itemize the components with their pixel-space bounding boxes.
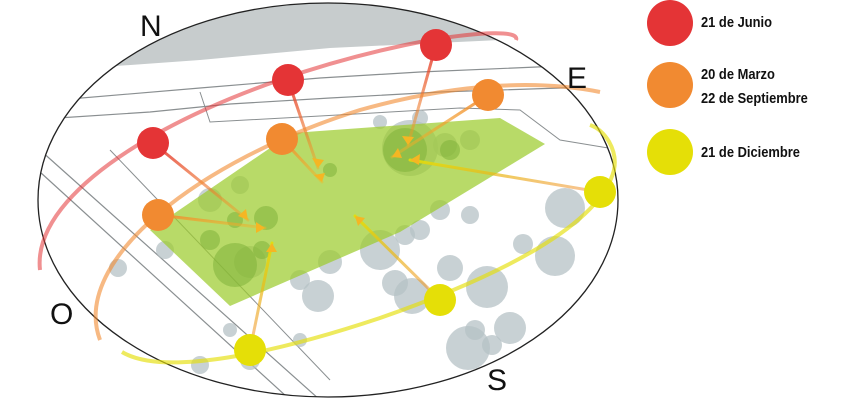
compass-west: O	[50, 298, 74, 331]
december-suns	[234, 176, 616, 366]
road-edge-north	[57, 63, 618, 101]
june-sun-east	[420, 29, 452, 61]
december-sun-east	[584, 176, 616, 208]
sky-ellipse	[37, 2, 619, 398]
equinox-sun-middle	[266, 123, 298, 155]
june-sun-west	[137, 127, 169, 159]
december-sun-path	[120, 123, 617, 365]
june-suns	[137, 29, 452, 159]
equinox-sun-west	[142, 199, 174, 231]
december-sun-west	[234, 334, 266, 366]
compass-north: N	[140, 10, 162, 43]
equinox-sun-path	[93, 83, 601, 341]
december-sun-middle	[424, 284, 456, 316]
compass-east: E	[567, 62, 588, 95]
north-building-zone	[40, 3, 618, 70]
ray-arrowheads	[238, 136, 420, 252]
road-line-1	[39, 149, 321, 397]
road-edge-north-2	[57, 85, 618, 119]
june-sun-middle	[272, 64, 304, 96]
compass-south: S	[487, 364, 508, 397]
block-outline	[199, 91, 618, 151]
equinox-sun-east	[472, 79, 504, 111]
equinox-suns	[142, 79, 504, 231]
